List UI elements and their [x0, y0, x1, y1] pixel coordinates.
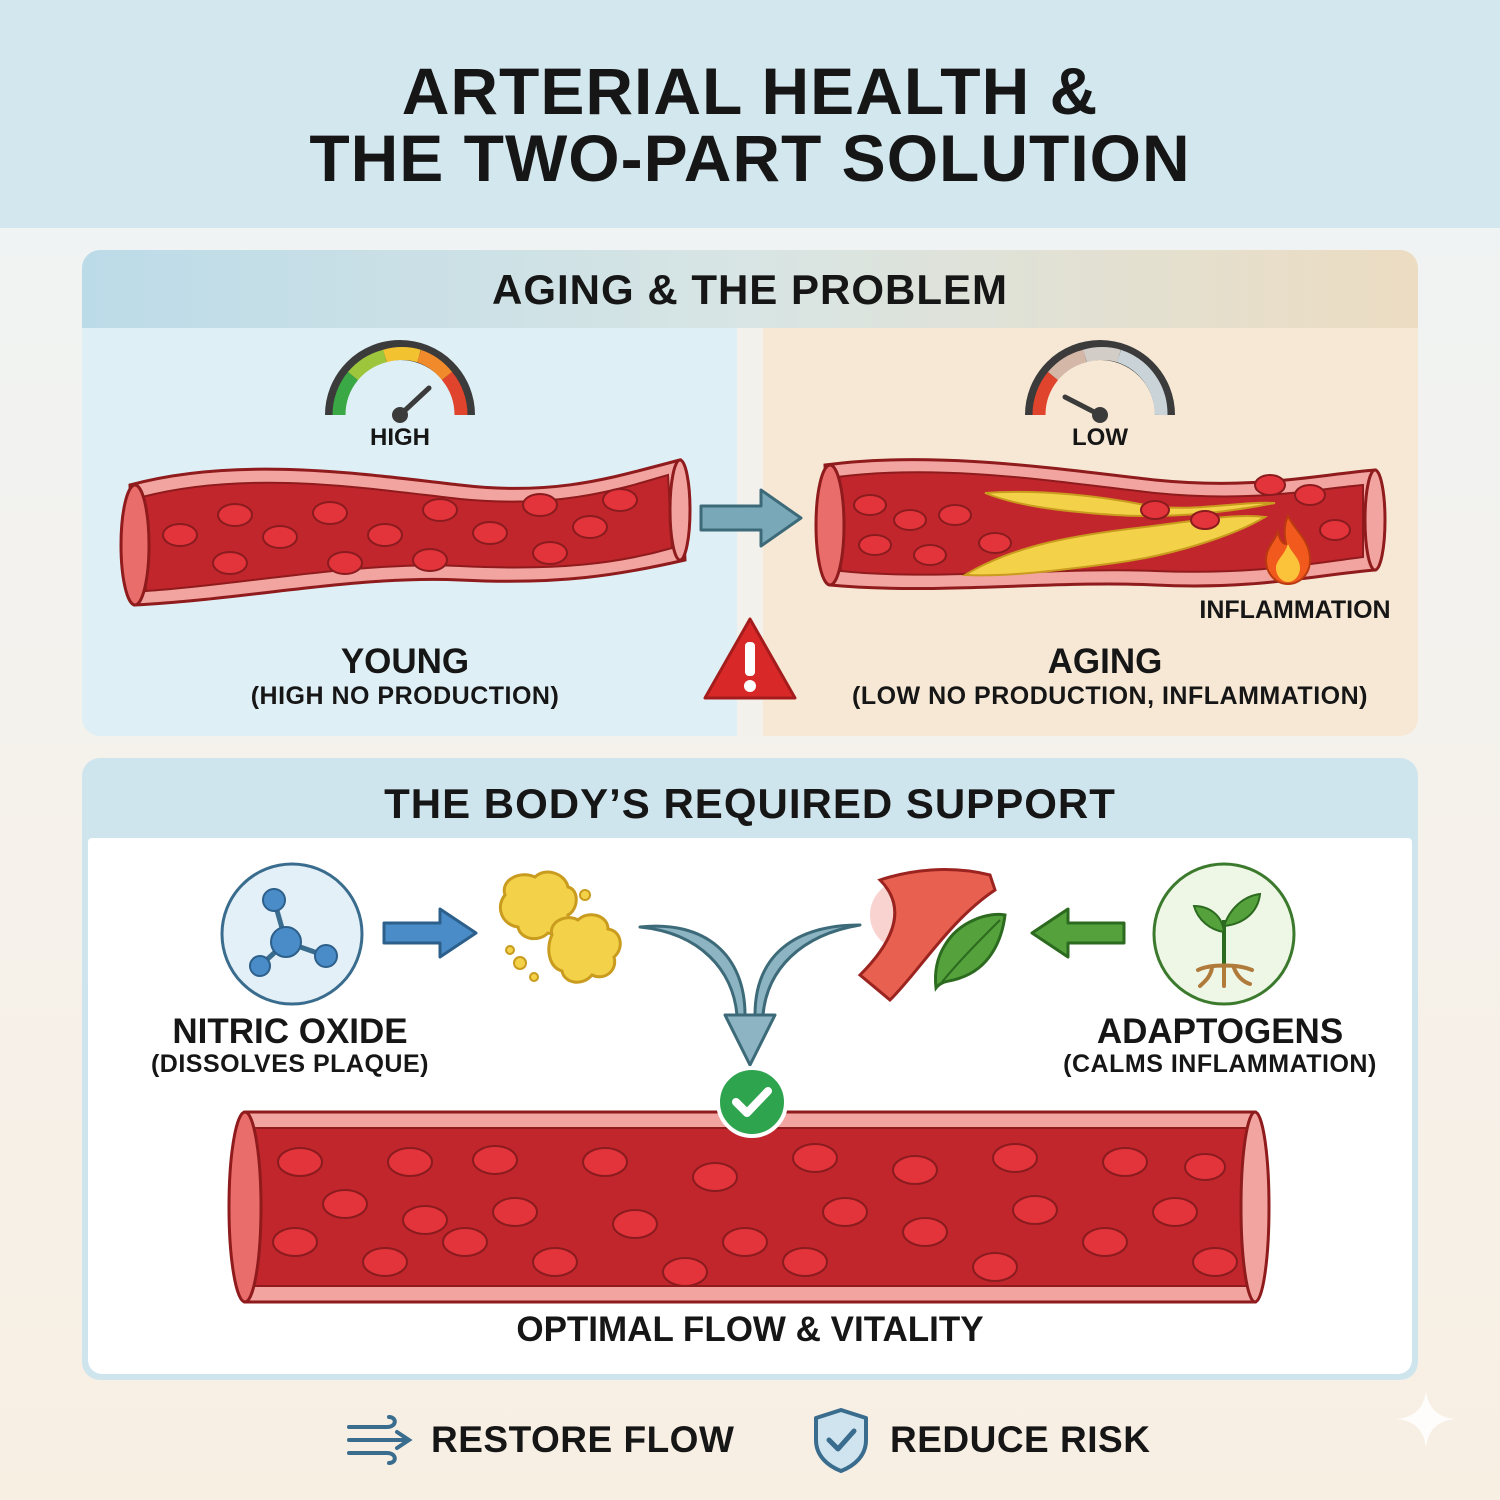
- restore-flow-item: RESTORE FLOW: [345, 1412, 734, 1468]
- blue-arrow-icon: [382, 907, 478, 959]
- page-title-line-1: ARTERIAL HEALTH &: [401, 54, 1099, 128]
- right-arrow-icon: [699, 488, 803, 548]
- airflow-icon: [347, 1415, 413, 1465]
- warning-icon: [703, 617, 797, 700]
- low-gauge-icon: [1025, 340, 1175, 423]
- shield-check-icon: [814, 1408, 868, 1473]
- nitric-oxide-detail: (DISSOLVES PLAQUE): [150, 1050, 429, 1078]
- plant-icon: [1152, 862, 1296, 1006]
- checkmark-icon: [716, 1066, 788, 1138]
- nitric-oxide-label: NITRIC OXIDE: [172, 1012, 408, 1051]
- plaque-icon: [499, 870, 622, 984]
- reduce-risk-label: REDUCE RISK: [890, 1419, 1151, 1460]
- molecule-icon: [220, 862, 364, 1006]
- aging-detail: (LOW NO PRODUCTION, INFLAMMATION): [852, 682, 1368, 710]
- aging-gauge-label: LOW: [1072, 424, 1128, 451]
- healthy-artery-icon: [227, 1110, 1271, 1304]
- page-title-line-2: THE TWO-PART SOLUTION: [309, 121, 1191, 195]
- converging-arrow-icon: [638, 923, 862, 1067]
- young-label: YOUNG: [340, 642, 470, 681]
- flame-icon: [1264, 513, 1312, 586]
- aging-artery-icon: [814, 458, 1387, 591]
- reduce-risk-item: REDUCE RISK: [810, 1408, 1151, 1473]
- header-banner: [0, 0, 1500, 228]
- sparkle-icon: [1397, 1390, 1455, 1448]
- result-label: OPTIMAL FLOW & VITALITY: [516, 1310, 984, 1349]
- restore-flow-label: RESTORE FLOW: [431, 1419, 735, 1460]
- aging-label: AGING: [1047, 642, 1163, 681]
- young-artery-icon: [119, 458, 692, 607]
- problem-heading: AGING & THE PROBLEM: [491, 266, 1008, 313]
- problem-section-header: [82, 250, 1418, 328]
- adaptogens-detail: (CALMS INFLAMMATION): [1063, 1050, 1377, 1078]
- support-heading: THE BODY’S REQUIRED SUPPORT: [384, 780, 1116, 827]
- inflamed-artery-icon: [857, 868, 1007, 1003]
- green-arrow-icon: [1030, 907, 1126, 959]
- young-gauge-label: HIGH: [370, 424, 430, 451]
- inflammation-label: INFLAMMATION: [1199, 596, 1391, 624]
- adaptogens-label: ADAPTOGENS: [1096, 1012, 1344, 1051]
- high-gauge-icon: [325, 340, 475, 423]
- young-detail: (HIGH NO PRODUCTION): [250, 682, 560, 710]
